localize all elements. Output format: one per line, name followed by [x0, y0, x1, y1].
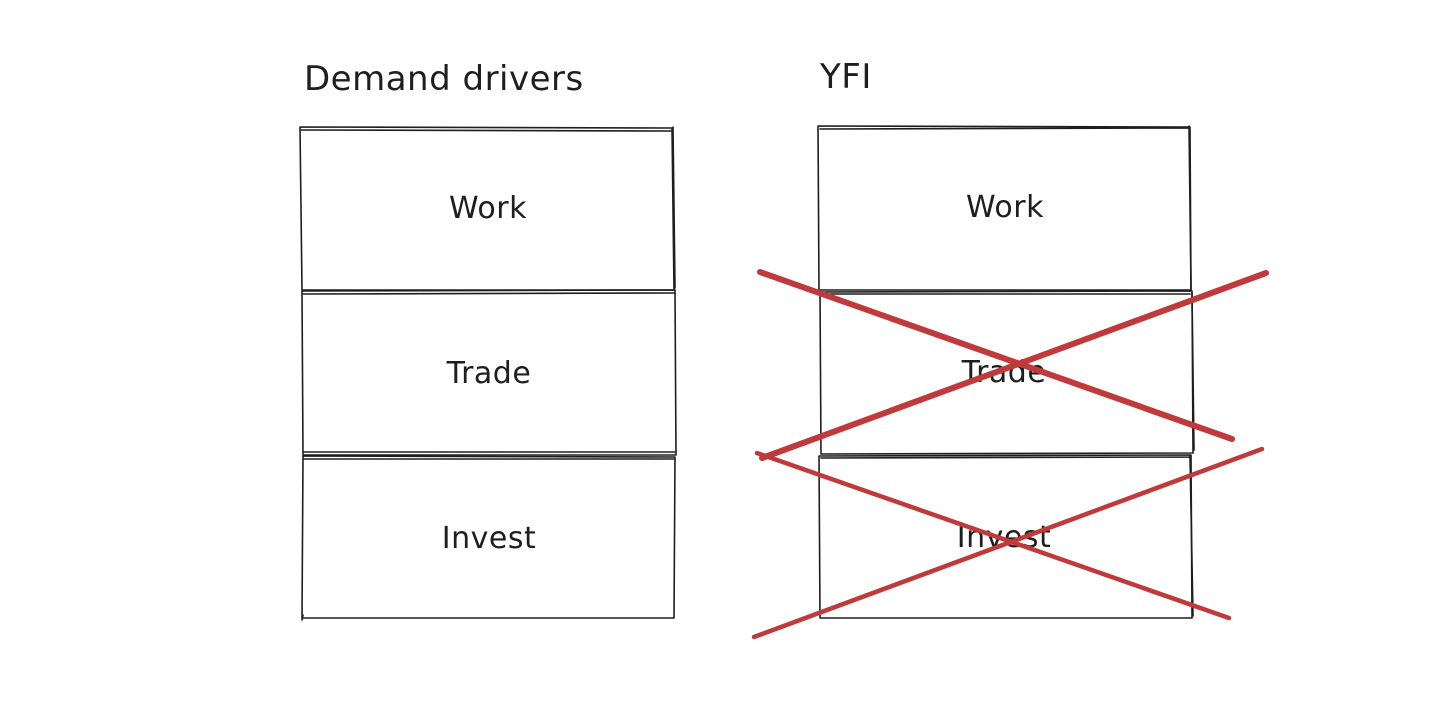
box-yfi-work: Work [817, 125, 1192, 291]
box-demand-work: Work [299, 126, 676, 291]
box-label-demand-trade: Trade [446, 356, 532, 391]
column-title-demand-drivers: Demand drivers [304, 59, 584, 99]
box-label-demand-work: Work [449, 191, 527, 226]
box-label-yfi-work: Work [966, 190, 1044, 225]
cross-line-trade-up [759, 270, 1269, 461]
cross-line-invest-up [751, 446, 1265, 640]
cross-out-invest [751, 446, 1265, 640]
cross-out-trade [757, 269, 1269, 461]
cross-line-trade-down [757, 269, 1235, 442]
box-demand-trade: Trade [301, 289, 677, 456]
column-demand-drivers: Demand drivers Work Trade Invest [299, 59, 677, 621]
cross-line-invest-down [754, 450, 1232, 621]
column-yfi: YFI Work Trade Invest [751, 57, 1269, 640]
box-demand-invest: Invest [301, 455, 676, 621]
column-title-yfi: YFI [819, 57, 872, 97]
box-label-demand-invest: Invest [442, 521, 536, 556]
